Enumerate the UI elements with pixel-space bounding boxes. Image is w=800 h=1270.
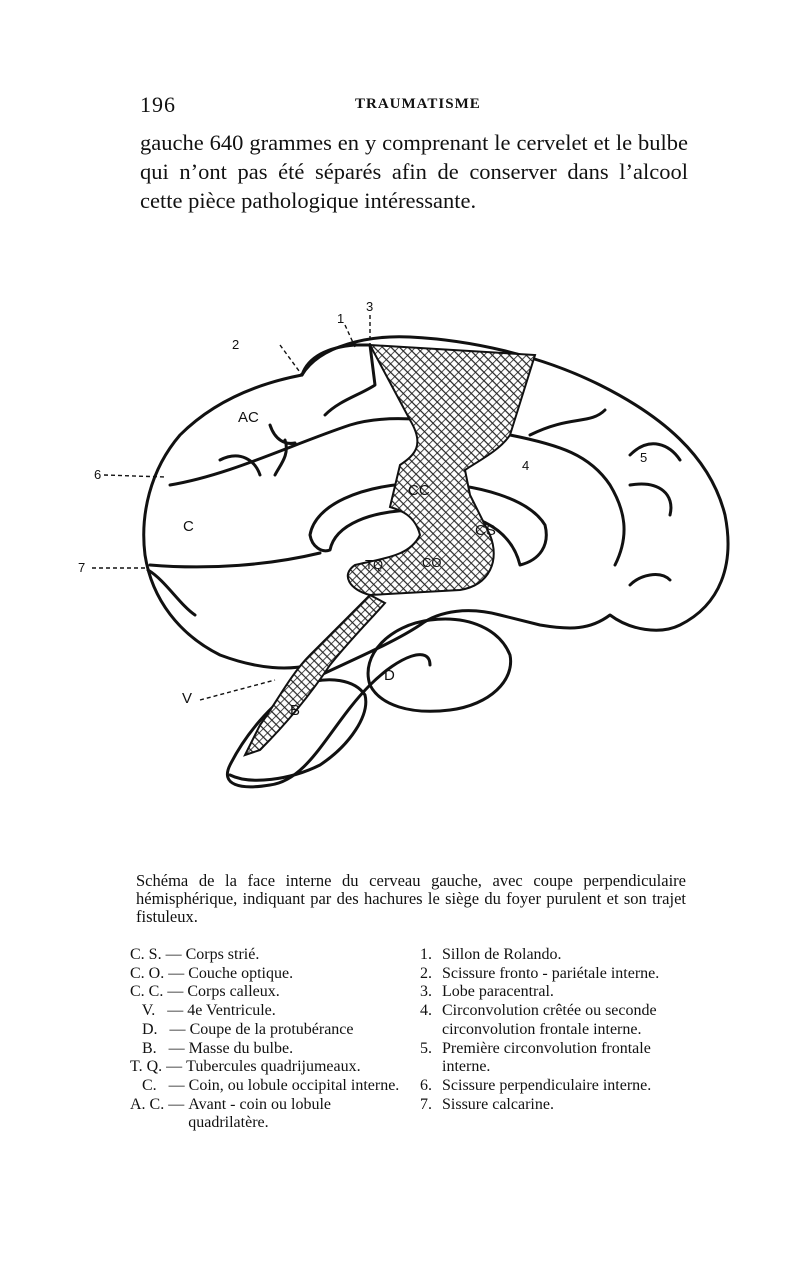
legend-left-item: V. — 4e Ventricule. [130,1002,405,1021]
fornix-line [148,551,322,569]
frontal-gyrus-line [528,408,682,587]
legend-abbr: C. C. — [130,983,188,1001]
legend-desc: Circonvolution crêtée ou seconde circonv… [442,1002,657,1038]
legend-left-item: C. O. — Couche optique. [130,965,405,984]
legend-desc: Avant - coin ou lobule quadrilatère. [188,1095,332,1132]
legend-number: 6. [420,1076,432,1094]
hatched-lesion-top [346,343,537,597]
calcarine-sulcus [146,568,197,617]
legend-desc: Coin, ou lobule occipital interne. [188,1076,400,1094]
brain-schematic-illustration: AC CC CS C TQ CO D B V 1 2 3 4 5 6 7 [78,299,730,789]
occipital-contour [142,373,312,670]
legend-number: 4. [420,1002,432,1020]
legend-desc: Corps strié. [185,946,260,963]
legend-abbreviations: C. S. — Corps strié.C. O. — Couche optiq… [130,946,405,1133]
legend-number: 7. [420,1095,432,1113]
hatched-lesion-tract [243,593,387,757]
bulb-outline [228,678,368,782]
legend-right-item: 5. Première circonvolution frontale inter… [420,1040,688,1077]
label-tq: TQ [365,557,383,572]
brain-figure: AC CC CS C TQ CO D B V 1 2 3 4 5 6 7 [70,285,750,805]
label-b: B [290,702,300,719]
legend-abbr: C. S. — [130,946,186,963]
running-title: TRAUMATISME [355,96,481,112]
legend-left-item: C. — Coin, ou lobule occipital interne. [130,1077,405,1096]
label-7: 7 [78,560,85,575]
label-cc: CC [408,482,430,499]
legend-right-item: 6. Scissure perpendiculaire interne. [420,1077,688,1096]
legend-abbr: C. — [130,1076,189,1094]
legend-left-item: T. Q. — Tubercules quadrijumeaux. [130,1058,405,1077]
label-2: 2 [232,337,239,352]
legend-left-item: B. — Masse du bulbe. [130,1040,405,1059]
legend-right-item: 1. Sillon de Rolando. [420,946,688,965]
legend-right-item: 3. Lobe paracentral. [420,983,688,1002]
legend-desc: Corps calleux. [187,983,280,1001]
legend-numbers: 1. Sillon de Rolando. 2. Scissure fronto - … [420,946,688,1114]
label-c: C [183,518,194,535]
legend-number: 5. [420,1039,432,1057]
label-5: 5 [640,450,647,465]
protuberance-outline [366,617,513,713]
label-cs: CS [475,522,496,539]
legend-left-item: C. S. — Corps strié. [130,946,405,965]
legend-desc: Sissure calcarine. [442,1095,554,1113]
precuneus-sulcus [218,423,297,477]
body-paragraph: gauche 640 grammes en y comprenant le ce… [140,130,688,213]
figure-caption: Schéma de la face interne du cerveau gau… [136,871,686,926]
legend-left-item: C. C. — Corps calleux. [130,983,405,1002]
label-3: 3 [366,299,373,314]
leader-line-2 [279,344,303,376]
legend-desc: Masse du bulbe. [188,1039,294,1057]
legend-abbr: V. — [130,1002,188,1020]
legend-number: 3. [420,983,432,1001]
legend-number: 1. [420,946,432,963]
leader-line-v [199,679,276,701]
legend-abbr: T. Q. — [130,1058,187,1076]
legend-abbr: A. C. — [130,1095,189,1113]
label-6: 6 [94,467,101,482]
legend-abbr: D. — [130,1020,190,1038]
legend-left-item: D. — Coupe de la protubérance [130,1021,405,1040]
label-1: 1 [337,311,344,326]
legend-desc: Scissure fronto - pariétale interne. [442,964,660,982]
paracentral-contour [300,343,377,417]
legend-right-item: 4. Circonvolution crêtée ou seconde circo… [420,1002,688,1039]
legend-abbr: B. — [130,1039,189,1057]
legend-desc: Scissure perpendiculaire interne. [442,1076,652,1094]
legend-abbr: C. O. — [130,964,189,982]
legend-left-item: A. C. — Avant - coin ou lobule quadrilat… [130,1096,405,1133]
label-4: 4 [522,458,529,473]
legend-desc: Première circonvolution frontale interne… [442,1039,651,1076]
legend-desc: 4e Ventricule. [187,1002,276,1020]
leader-line-6 [103,474,166,478]
legend-desc: Couche optique. [188,964,294,982]
legend-desc: Lobe paracentral. [442,983,554,1001]
legend-number: 2. [420,964,432,982]
legend-desc: Coupe de la protubérance [189,1020,354,1038]
label-v: V [182,690,192,707]
legend-desc: Tubercules quadrijumeaux. [186,1058,361,1076]
hemisphere-outline [226,335,730,789]
legend-desc: Sillon de Rolando. [442,946,562,963]
legend-right-item: 2. Scissure fronto - pariétale interne. [420,965,688,984]
legend-right-item: 7. Sissure calcarine. [420,1096,688,1115]
page-number: 196 [140,92,176,117]
label-d: D [384,667,395,684]
label-co: CO [422,555,442,570]
label-ac: AC [238,409,259,426]
